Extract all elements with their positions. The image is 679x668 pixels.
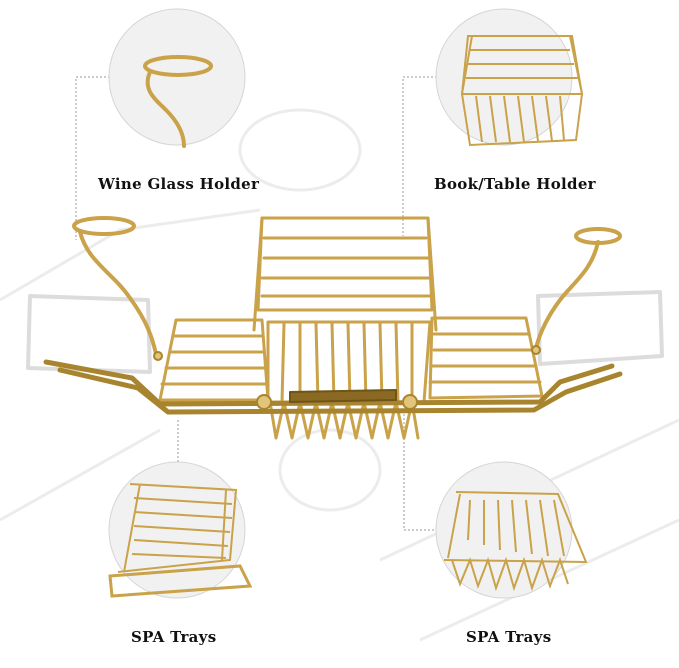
connector-lines	[75, 76, 438, 531]
wine-ring-left	[72, 216, 136, 236]
detail-circles	[108, 8, 573, 599]
circle-wine-glass	[108, 8, 246, 146]
bathtub-caddy	[26, 216, 664, 440]
label-spa-trays-left: SPA Trays	[131, 628, 217, 646]
circle-spa-left	[108, 461, 246, 599]
handle	[289, 389, 397, 403]
label-spa-trays-right: SPA Trays	[466, 628, 552, 646]
label-book-table-holder: Book/Table Holder	[434, 175, 596, 193]
spa-tray-left-detail	[108, 483, 253, 598]
connector-wine	[75, 76, 110, 240]
circle-spa-right	[435, 461, 573, 599]
connector-book	[402, 76, 437, 236]
book-holder-detail	[460, 35, 584, 147]
spa-tray-right-detail	[443, 491, 588, 592]
connector-spa-right	[403, 410, 438, 531]
label-wine-glass-holder: Wine Glass Holder	[98, 175, 260, 193]
wine-glass-holder-detail	[143, 55, 213, 148]
extension-arm-left	[26, 294, 152, 374]
